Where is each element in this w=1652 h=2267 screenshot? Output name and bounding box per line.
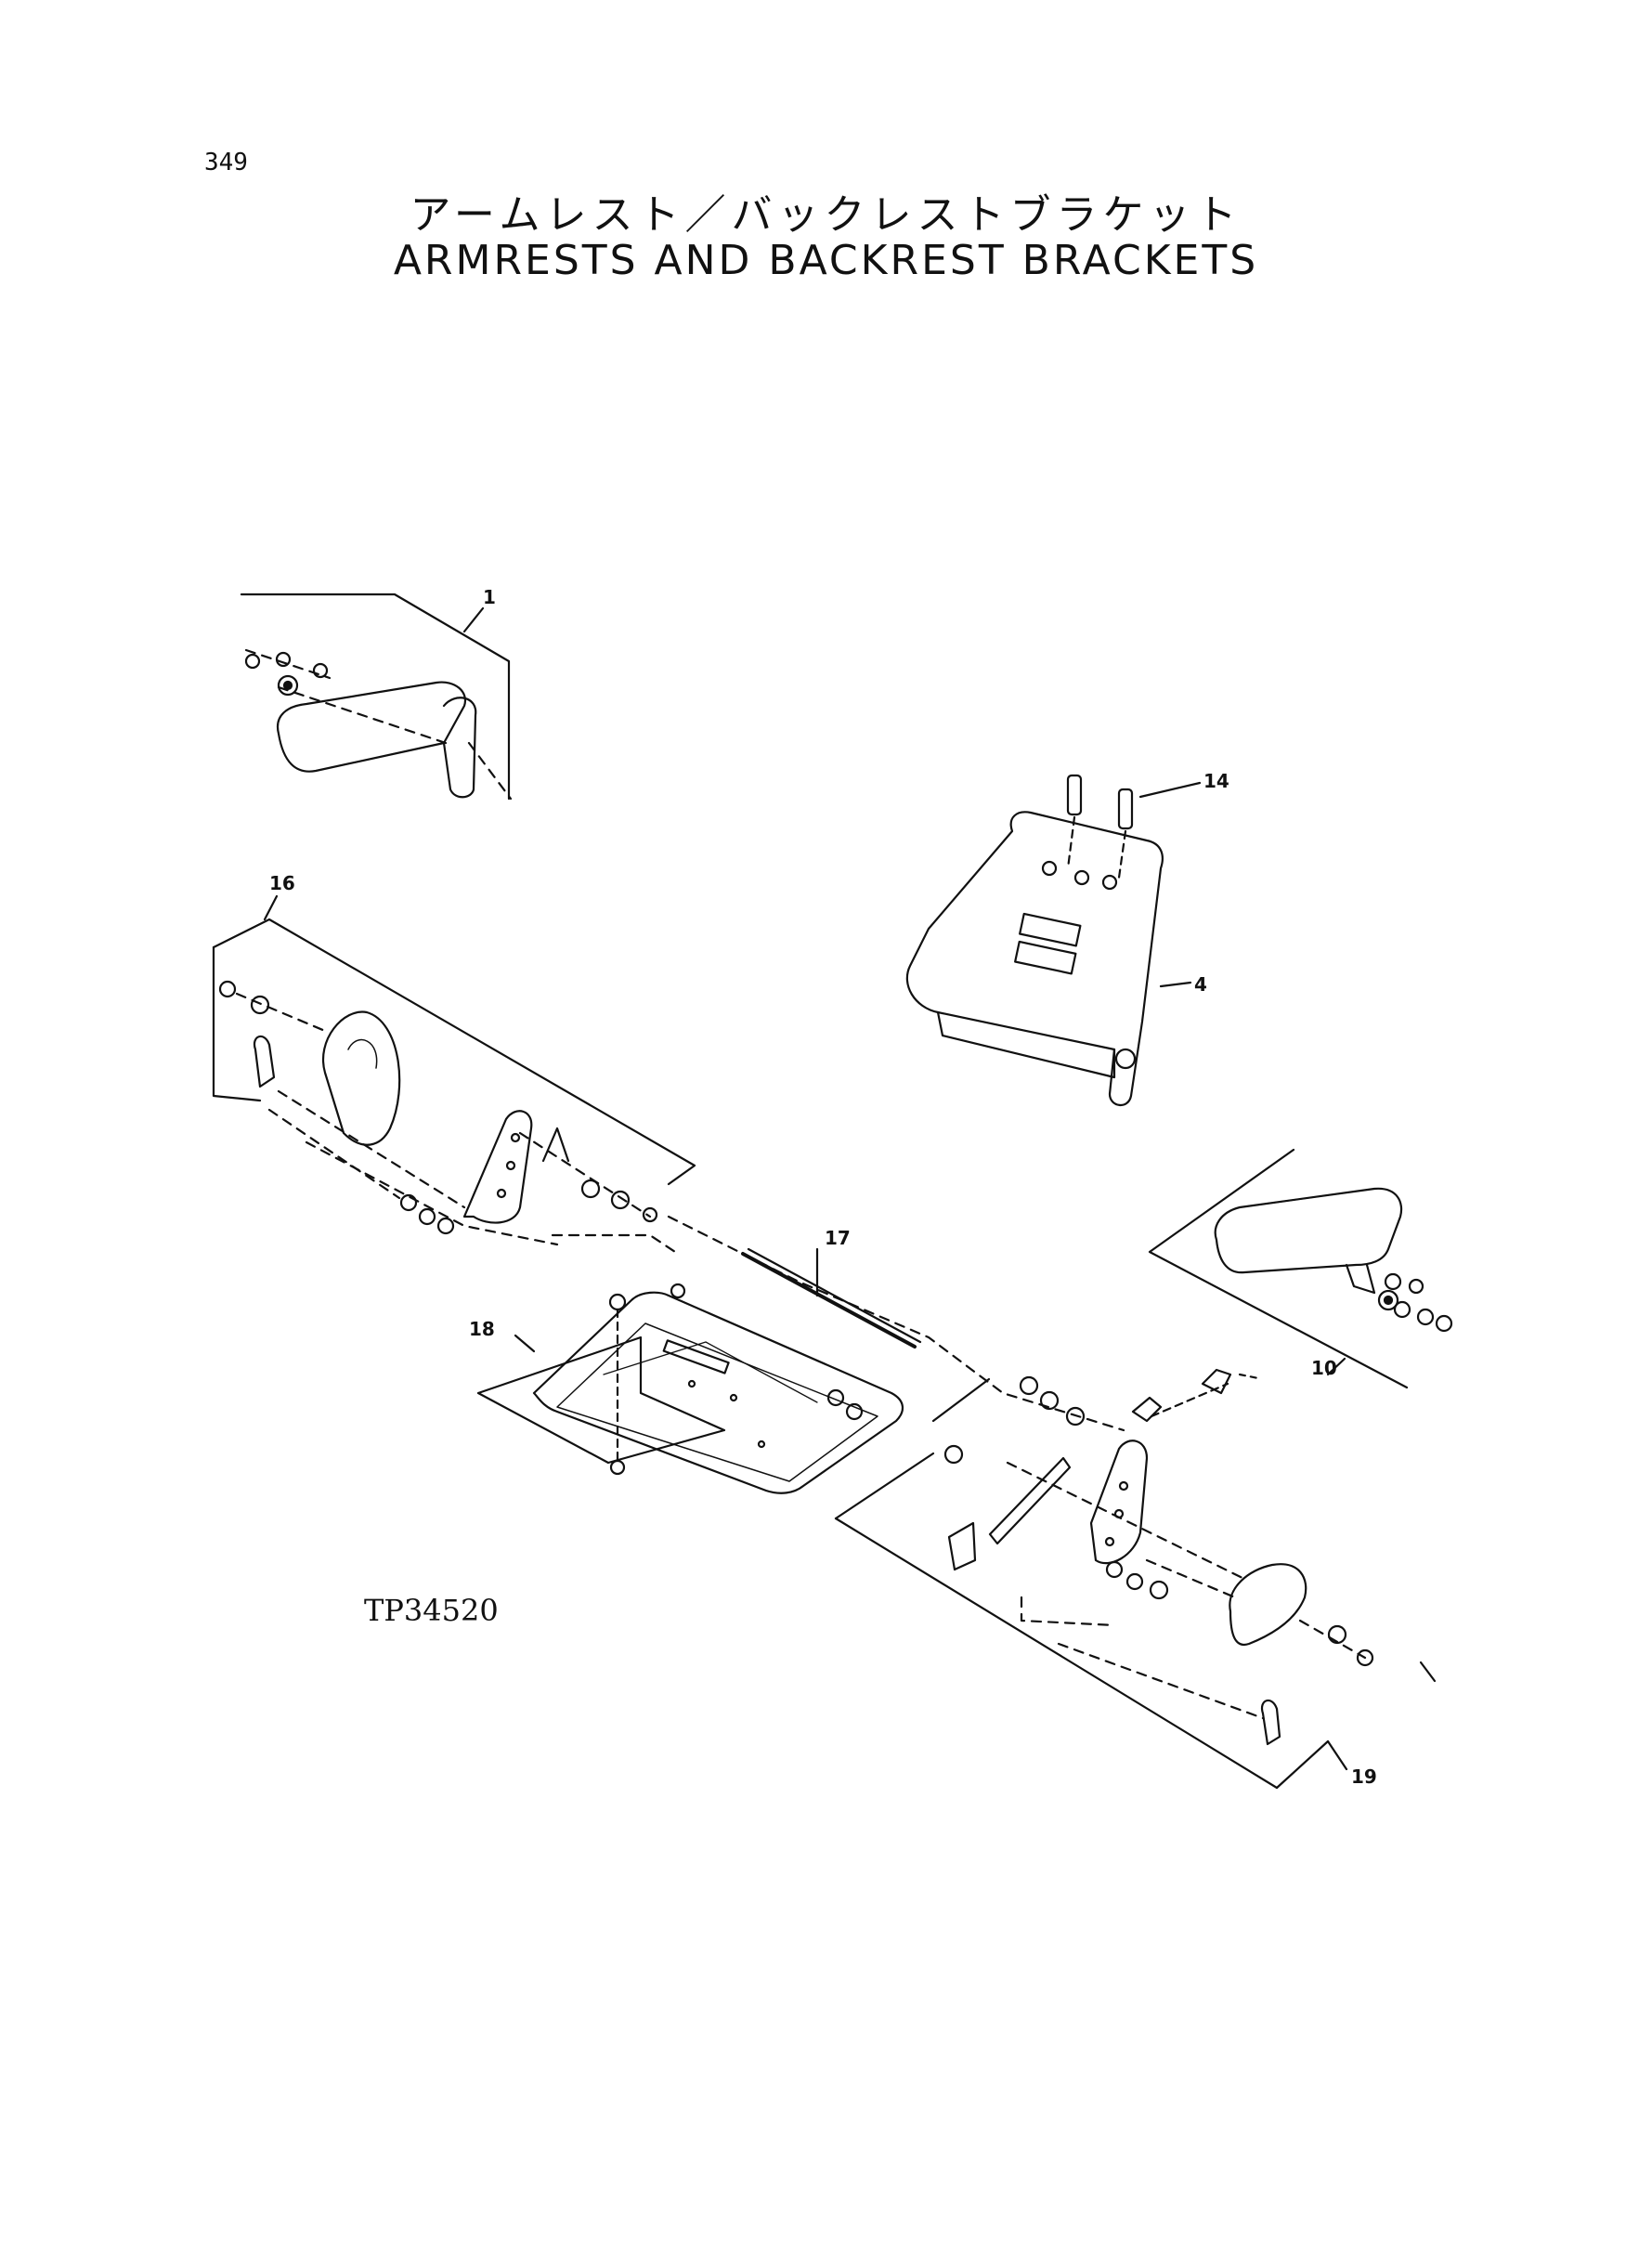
drawing-code: TP34520 (364, 1593, 499, 1628)
callout-4: 4 (1194, 973, 1207, 996)
callout-18: 18 (469, 1318, 495, 1340)
bracket-left-assembly (212, 918, 696, 1256)
leader-16 (263, 894, 279, 921)
callout-14: 14 (1203, 770, 1229, 792)
callout-17: 17 (825, 1227, 851, 1249)
seat-base-assembly (476, 1283, 904, 1494)
callout-19: 19 (1351, 1765, 1377, 1788)
leader-18 (514, 1334, 536, 1353)
callout-1: 1 (483, 586, 496, 608)
callout-10: 10 (1311, 1357, 1337, 1379)
callout-16: 16 (269, 872, 295, 894)
leader-1 (462, 606, 485, 633)
leader-19 (1326, 1739, 1348, 1771)
backrest-bracket-assembly (905, 774, 1202, 1106)
callout-labels: 1 14 4 16 17 18 10 19 (269, 586, 1377, 1788)
title-english: ARMRESTS AND BACKREST BRACKETS (393, 237, 1259, 284)
armrest-right-assembly (1148, 1148, 1453, 1389)
title-japanese: アームレスト／バックレストブラケット (410, 191, 1242, 239)
armrest-left-assembly (240, 593, 513, 801)
page-number: 349 (204, 149, 248, 176)
bracket-right-assembly (834, 1368, 1437, 1790)
